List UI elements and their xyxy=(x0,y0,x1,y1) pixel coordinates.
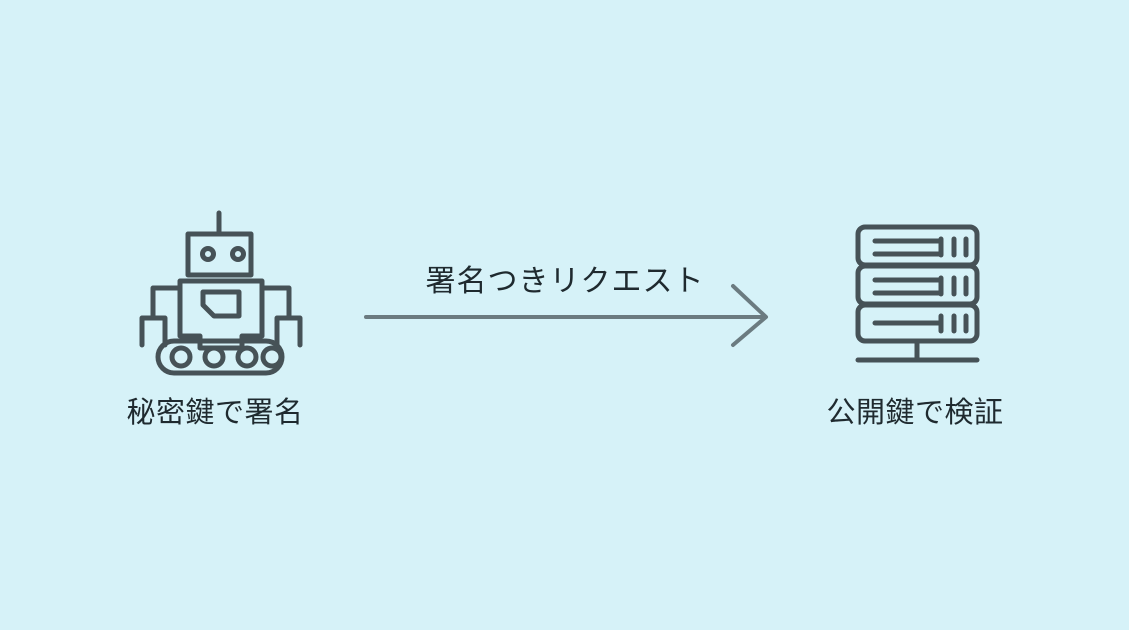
robot-wheel-2-icon xyxy=(202,345,226,369)
server-unit-1 xyxy=(855,224,980,268)
robot-arm-right-icon xyxy=(259,285,292,321)
robot-wheel-3-icon xyxy=(235,345,259,369)
server-rack-icon xyxy=(855,224,980,363)
edge-label-signed-request: 署名つきリクエスト xyxy=(425,265,705,298)
robot-head-icon xyxy=(185,231,254,278)
server-unit-2 xyxy=(855,263,980,307)
signed-request-arrow xyxy=(364,284,768,347)
robot-arm-left-icon xyxy=(150,285,183,321)
node-label-server: 公開鍵で検証 xyxy=(826,397,1004,429)
robot-eye-left-icon xyxy=(200,246,216,262)
robot-hand-left-icon xyxy=(139,315,168,348)
node-label-client: 秘密鍵で署名 xyxy=(126,397,304,429)
robot-hand-right-icon xyxy=(274,315,303,348)
robot-eye-right-icon xyxy=(230,246,246,262)
arrow-head-icon xyxy=(731,284,768,347)
robot-wheel-1-icon xyxy=(169,345,193,369)
robot-icon xyxy=(139,210,303,376)
robot-chest-panel-icon xyxy=(200,289,242,319)
robot-wheel-4-icon xyxy=(260,345,284,369)
